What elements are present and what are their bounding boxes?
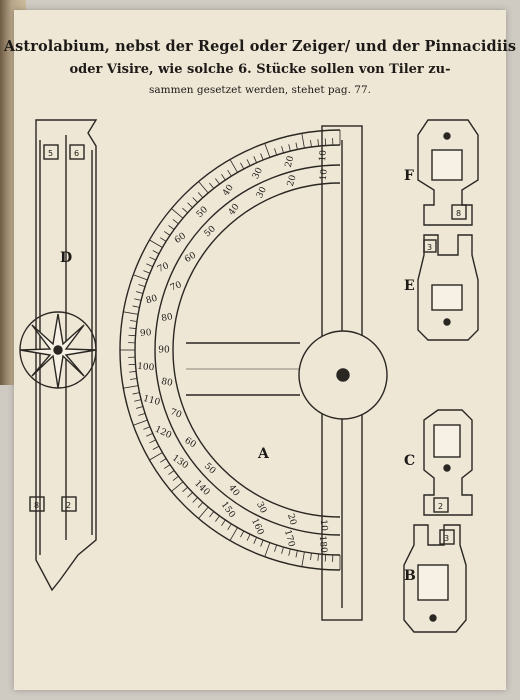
scale-outer-label-0: 10 [318,149,329,162]
caption-line-1: Astrolabium, nebst der Regel oder Zeiger… [3,38,517,55]
figure-label-c: C [404,453,415,469]
figure-label-f: F [404,168,414,184]
scale-outer-label-16: 170 [282,529,296,548]
scale-inner-label-10: 70 [169,407,184,421]
vane-b-mark: 3 [444,534,449,543]
vane-b [403,524,467,633]
figure-label-b: B [404,568,416,584]
scale-outer-label-15: 160 [249,517,265,537]
scale-inner-label-13: 40 [226,483,241,498]
scale-inner-label-9: 80 [160,377,173,389]
scale-outer-label-4: 50 [195,205,210,220]
alidade-mark-bottom-2: 2 [66,501,71,510]
scale-inner-label-16: 10 [318,519,329,532]
caption-line-2: oder Visire, wie solche 6. Stücke sollen… [69,62,451,77]
scale-inner-label-7: 80 [161,312,174,324]
degree-scale: 1020304050607080901001101201301401501601… [137,149,330,553]
scale-outer-label-10: 110 [142,394,161,408]
scale-inner-label-4: 50 [203,224,218,239]
vane-c [423,409,473,516]
scale-outer-label-17: 180 [317,535,328,553]
scale-inner-label-8: 90 [158,346,170,356]
scale-outer-label-3: 40 [221,183,236,198]
figure-label-e: E [404,278,415,294]
alidade-mark-bottom-1: 8 [34,501,39,510]
figure-label-a: A [257,446,270,462]
vane-f-mark: 8 [456,209,461,218]
scale-outer-label-9: 100 [137,362,155,373]
scale-outer-label-8: 90 [140,328,153,339]
scale-inner-label-2: 30 [255,185,269,200]
alidade-vane-mark-bottom-left [29,496,45,512]
scale-inner-label-15: 20 [285,513,298,527]
scale-inner-label-5: 60 [183,250,198,265]
astrolabe-a [119,125,388,621]
alidade-d [19,119,98,592]
scale-outer-label-7: 80 [145,294,159,307]
scale-inner-label-14: 30 [254,500,268,515]
scale-inner-label-1: 20 [286,174,299,188]
scale-inner-label-0: 10 [319,168,330,181]
scale-inner-label-11: 60 [183,436,198,451]
alidade-vane-mark-bottom-right [61,496,77,512]
scale-inner-label-12: 50 [202,461,217,476]
alidade-mark-top-2: 6 [74,149,79,158]
scale-outer-label-2: 30 [251,166,265,181]
vane-f [417,119,479,226]
vane-e-mark: 3 [427,243,432,252]
scale-outer-label-11: 120 [153,425,173,441]
vane-c-mark: 2 [438,502,443,511]
scale-outer-label-1: 20 [284,155,297,169]
figure-label-d: D [60,250,72,266]
alidade-vane-mark-top-left [43,144,59,160]
alidade-mark-top-1: 5 [48,149,53,158]
scale-inner-label-3: 40 [227,202,242,217]
vane-e [417,234,479,341]
scale-outer-label-6: 70 [156,261,171,275]
caption-line-3: sammen gesetzet werden, stehet pag. 77. [149,84,371,96]
scale-inner-label-6: 70 [169,280,184,294]
scale-outer-label-5: 60 [173,231,188,246]
alidade-vane-mark-top-right [69,144,85,160]
